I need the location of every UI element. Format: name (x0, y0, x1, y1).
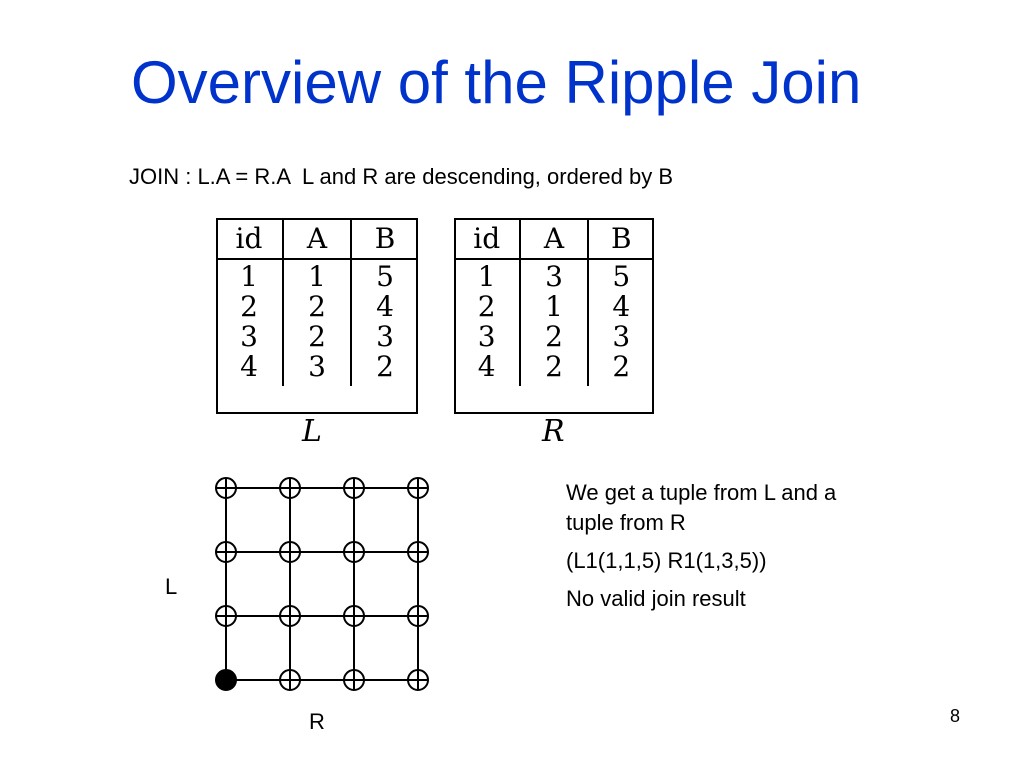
table-row: 1 1 5 (216, 259, 418, 292)
table-row: 4 3 2 (216, 352, 418, 386)
table-l: id A B 1 1 5 2 2 4 3 2 3 4 3 2 (216, 220, 418, 386)
table-header-row: id A B (454, 220, 654, 260)
table-cell: 2 (282, 322, 351, 352)
table-cell: 1 (282, 259, 351, 292)
table-cell: 4 (350, 292, 418, 322)
table-cell: 2 (477, 290, 496, 323)
slide-title: Overview of the Ripple Join (131, 49, 862, 116)
table-row: 3 2 3 (454, 322, 654, 352)
table-row: 4 2 2 (454, 352, 654, 386)
table-cell: 3 (350, 322, 418, 352)
table-cell: 4 (477, 350, 496, 383)
join-description: JOIN : L.A = R.A L and R are descending,… (129, 164, 673, 189)
table-cell: 2 (240, 290, 258, 323)
table-cell: 2 (282, 292, 351, 322)
table-cell: 4 (586, 292, 654, 322)
note-text: We get a tuple from L and a tuple from R (566, 480, 837, 535)
table-l-name: L (302, 414, 322, 449)
table-cell: 2 (519, 322, 588, 352)
table-row: 2 2 4 (216, 292, 418, 322)
column-header: id (216, 220, 283, 260)
table-cell: 1 (477, 260, 496, 293)
table-row: 1 3 5 (454, 259, 654, 292)
explanation-notes: We get a tuple from L and a tuple from R… (566, 478, 886, 622)
r-axis-label: R (309, 709, 325, 734)
table-cell: 3 (240, 320, 258, 353)
table-cell: 3 (586, 322, 654, 352)
column-header: B (586, 220, 654, 260)
table-row: 2 1 4 (454, 292, 654, 322)
table-row: 3 2 3 (216, 322, 418, 352)
table-cell: 3 (519, 259, 588, 292)
table-r-name: R (542, 414, 565, 449)
ripple-join-grid (215, 477, 429, 691)
table-header-row: id A B (216, 220, 418, 260)
table-cell: 4 (240, 350, 258, 383)
column-header: A (282, 220, 351, 260)
table-cell: 1 (240, 260, 258, 293)
table-cell: 2 (350, 352, 418, 386)
table-cell: 1 (519, 292, 588, 322)
column-header: id (454, 220, 521, 260)
column-header: B (350, 220, 418, 260)
table-cell: 2 (519, 352, 588, 386)
table-cell: 5 (350, 259, 418, 292)
table-cell: 3 (282, 352, 351, 386)
note-text: (L1(1,1,5) R1(1,3,5)) (566, 548, 767, 573)
table-r: id A B 1 3 5 2 1 4 3 2 3 4 2 2 (454, 220, 654, 386)
l-axis-label: L (165, 574, 178, 599)
note-text: No valid join result (566, 586, 746, 611)
table-cell: 5 (586, 259, 654, 292)
page-number: 8 (950, 706, 961, 726)
table-cell: 2 (586, 352, 654, 386)
column-header: A (519, 220, 588, 260)
grid-node-filled (215, 669, 237, 691)
table-cell: 3 (477, 320, 496, 353)
